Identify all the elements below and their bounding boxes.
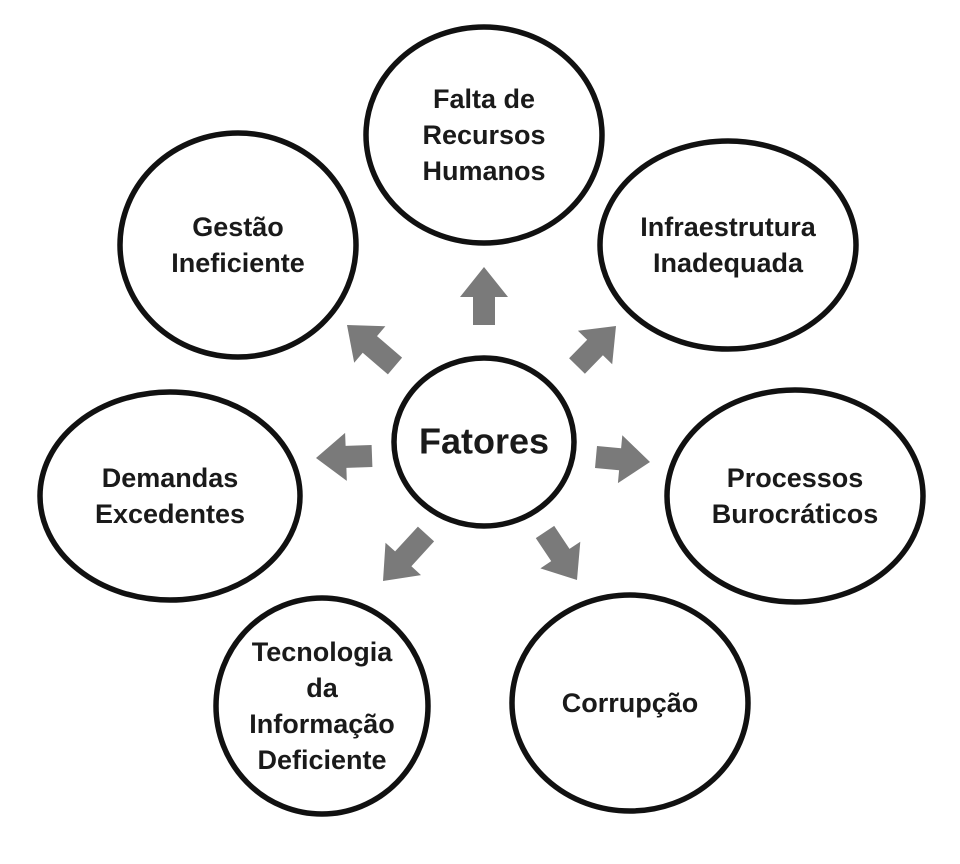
- factor-label-line: Tecnologia: [252, 637, 393, 667]
- factor-label-line: Humanos: [422, 156, 545, 186]
- center-node: Fatores: [391, 355, 577, 529]
- factor-label-line: Informação: [249, 709, 395, 739]
- factor-ellipse: [509, 592, 751, 814]
- nodes-layer: Fatores Falta deRecursosHumanosInfraestr…: [37, 24, 926, 817]
- factor-label-line: Deficiente: [257, 745, 386, 775]
- arrow-to-processos-burocraticos: [595, 435, 650, 484]
- factor-ellipse: [117, 130, 359, 360]
- arrow-to-gestao-ineficiente: [347, 325, 403, 375]
- factor-ellipse: [597, 138, 859, 352]
- factor-label-line: Processos: [727, 463, 864, 493]
- factor-label-line: Falta de: [433, 84, 535, 114]
- factor-label-line: Ineficiente: [171, 248, 305, 278]
- factor-label-line: Gestão: [192, 212, 284, 242]
- arrow-to-infraestrutura-inadequada: [569, 326, 616, 374]
- arrow-to-falta-de-recursos-humanos: [460, 267, 508, 325]
- factor-ellipse: [37, 389, 303, 603]
- factor-ellipse: [363, 24, 605, 246]
- factor-label-line: Demandas: [102, 463, 239, 493]
- center-node-ellipse: [391, 355, 577, 529]
- factor-label-line: da: [306, 673, 338, 703]
- arrow-to-tecnologia-da-informacao-deficiente: [383, 526, 435, 581]
- factor-label-line: Recursos: [422, 120, 545, 150]
- center-node-label: Fatores: [419, 421, 549, 462]
- factor-label-line: Excedentes: [95, 499, 245, 529]
- arrow-to-demandas-excedentes: [316, 432, 373, 481]
- factor-node-corrupcao: Corrupção: [509, 592, 751, 814]
- arrows-layer: [316, 267, 650, 581]
- factor-ellipse: [664, 387, 926, 605]
- arrow-to-corrupcao: [535, 525, 581, 580]
- factor-label-line: Infraestrutura: [640, 212, 817, 242]
- factor-ellipse: [213, 595, 431, 817]
- factor-label-line: Inadequada: [653, 248, 804, 278]
- factor-label-line: Burocráticos: [712, 499, 879, 529]
- factor-label-line: Corrupção: [562, 688, 699, 718]
